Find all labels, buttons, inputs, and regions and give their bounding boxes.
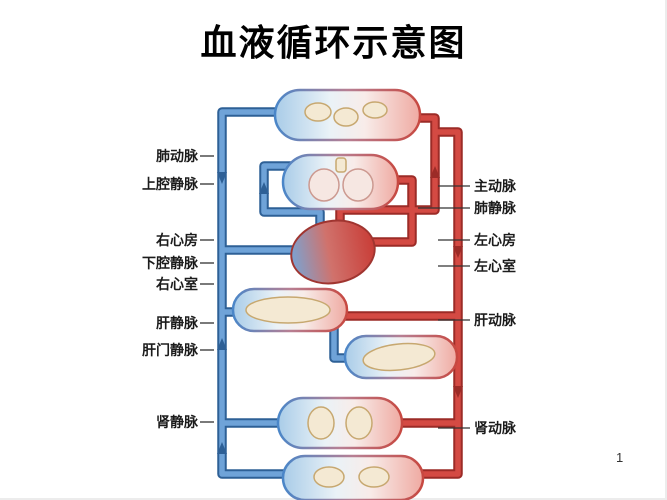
label-right-atrium: 右心房 [156, 232, 198, 248]
arrow-down-icon [453, 386, 463, 398]
flow-arrows [217, 166, 463, 454]
arrow-up-icon [430, 166, 440, 178]
organ-shapes [245, 101, 436, 488]
page-title: 血液循环示意图 [200, 23, 467, 63]
kidney-shape [345, 406, 373, 440]
lung-shape [342, 168, 374, 202]
heart-shape [290, 219, 376, 285]
head-organ-blob [333, 107, 359, 127]
label-left-atrium: 左心房 [474, 232, 516, 248]
label-renal-artery: 肾动脉 [474, 420, 516, 436]
lower-body-blob [313, 466, 345, 488]
label-right-ventricle: 右心室 [156, 276, 198, 292]
head-organ-blob [362, 101, 388, 119]
lower-body-capsule [281, 454, 425, 500]
arrow-up-icon [217, 338, 227, 350]
arrow-down-icon [217, 172, 227, 184]
liver-shape [245, 296, 331, 324]
kidney-shape [307, 406, 335, 440]
lower-body-blob [358, 466, 390, 488]
label-left-ventricle: 左心室 [474, 258, 516, 274]
leader-lines [200, 155, 470, 429]
stomach-shape [362, 342, 436, 372]
lung-shape [308, 168, 340, 202]
arrow-down-icon [453, 246, 463, 258]
organ-capsules [231, 88, 459, 500]
arrow-up-icon [217, 442, 227, 454]
head-organ-blob [304, 102, 332, 122]
label-aorta: 主动脉 [474, 178, 516, 194]
trachea-shape [335, 157, 347, 173]
label-inferior-vena-cava: 下腔静脉 [142, 255, 198, 271]
label-pulmonary-vein: 肺静脉 [474, 200, 516, 216]
label-pulmonary-artery: 肺动脉 [156, 148, 198, 164]
label-hepatic-artery: 肝动脉 [474, 312, 516, 328]
arrow-up-icon [259, 182, 269, 194]
label-superior-vena-cava: 上腔静脉 [142, 176, 198, 192]
kidneys-capsule [276, 396, 404, 450]
page-number: 1 [616, 450, 624, 465]
label-hepatic-portal-vein: 肝门静脉 [142, 342, 198, 358]
label-hepatic-vein: 肝静脉 [156, 315, 198, 331]
label-renal-vein: 肾静脉 [156, 414, 198, 430]
